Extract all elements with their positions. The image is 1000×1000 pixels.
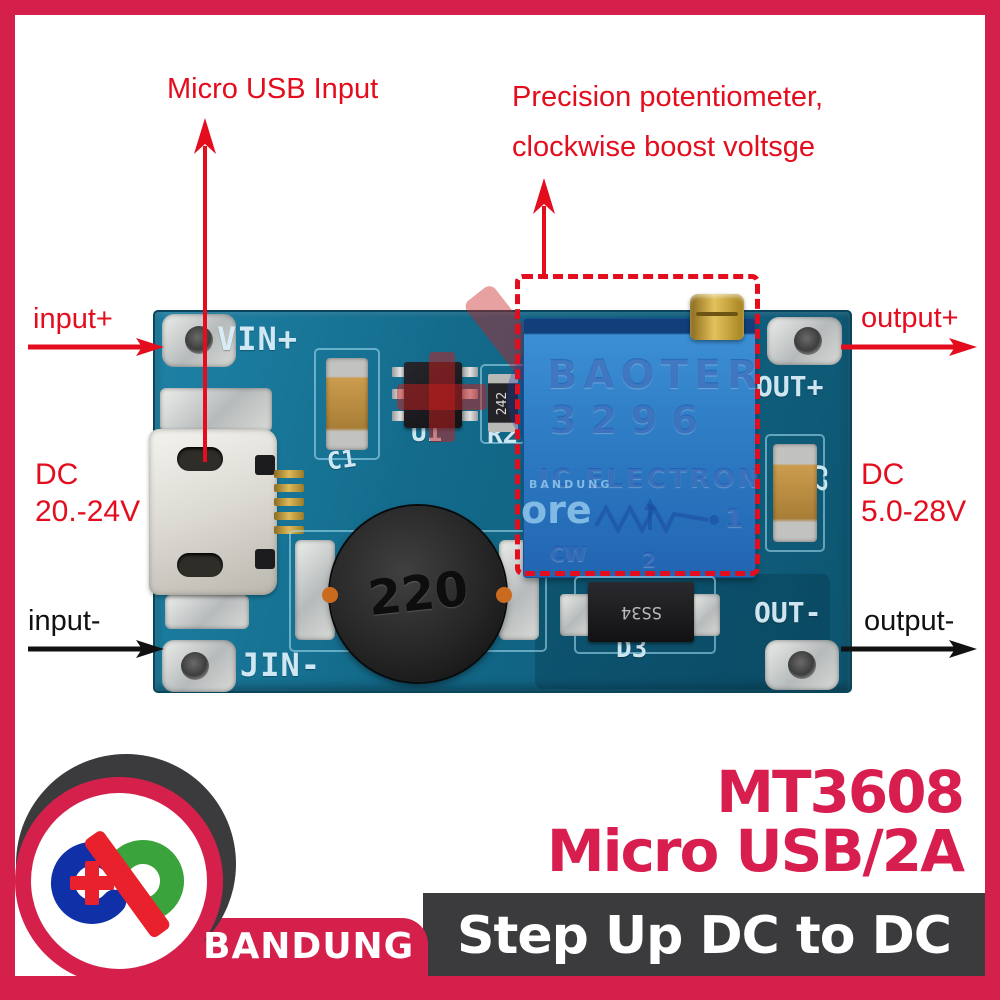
- potentiometer-screw: [690, 294, 744, 340]
- output-minus-arrow-icon: [841, 640, 977, 658]
- input-minus-arrow-icon: [28, 640, 164, 658]
- micro-usb-arrow-icon: [194, 118, 216, 462]
- silkscreen-out-plus: OUT+: [756, 370, 824, 403]
- u1-pin-right-3: [462, 411, 478, 421]
- watermark-cross-v: [429, 352, 455, 442]
- c1-capacitor: [326, 358, 368, 450]
- output-plus-label: output+: [861, 302, 959, 334]
- usb-pin-3: [274, 498, 304, 506]
- dc-input-label-line2: 20.-24V: [35, 495, 141, 528]
- product-title: MT3608: [716, 758, 965, 826]
- usb-anchor-slot-bottom: [177, 553, 223, 577]
- usb-anchor-slot-top: [177, 447, 223, 471]
- potentiometer: [523, 318, 756, 578]
- inductor-terminal-left: [322, 587, 338, 603]
- usb-solder-tab-bottom: [165, 595, 249, 629]
- pot-cw-text: CW: [550, 542, 587, 566]
- silkscreen-out-minus: OUT-: [754, 596, 822, 629]
- input-plus-label: input+: [33, 303, 113, 335]
- input-plus-arrow-icon: [28, 338, 164, 356]
- usb-pin-4: [274, 512, 304, 520]
- d3-diode: SS34: [588, 582, 694, 642]
- usb-pin-1: [274, 470, 304, 478]
- brand-name: BANDUNG: [203, 926, 415, 967]
- bottom-bar: [0, 976, 1000, 1000]
- product-subtitle: Micro USB/2A: [546, 817, 965, 885]
- d3-marking: SS34: [620, 602, 662, 622]
- input-minus-label: input-: [28, 605, 101, 637]
- logo-red-stripe: [84, 831, 170, 938]
- frame-right: [985, 0, 1000, 1000]
- out-plus-hole: [794, 327, 822, 355]
- output-minus-label: output-: [864, 605, 955, 637]
- pcb-board: VIN+ JIN- OUT+ OUT- C1 U1 R2 C2 D3: [149, 282, 852, 693]
- u1-pin-left-3: [392, 411, 408, 421]
- potentiometer-label-line2: clockwise boost voltsge: [512, 131, 816, 163]
- usb-pin-2: [274, 484, 304, 492]
- usb-pin-5: [274, 526, 304, 534]
- pot-model-text: 3296: [550, 398, 712, 442]
- frame-top: [0, 0, 1000, 15]
- pot-brand-text: BAOTER: [547, 352, 764, 398]
- watermark-bandung-small: BANDUNG: [529, 478, 613, 491]
- silkscreen-vin-minus: JIN-: [240, 646, 322, 684]
- potentiometer-label-line1: Precision potentiometer,: [512, 81, 824, 113]
- potentiometer-highlight-box: [515, 274, 760, 576]
- u1-pin-right-1: [462, 367, 478, 377]
- usb-plastic-tab-bottom: [255, 549, 275, 569]
- c2-outline: [765, 434, 825, 552]
- inductor-value: 220: [365, 560, 471, 628]
- usb-solder-tab-top: [160, 388, 272, 432]
- dc-output-label-line1: DC: [861, 458, 905, 491]
- dc-output-label-line2: 5.0-28V: [861, 495, 967, 528]
- watermark-ore: ore: [521, 488, 592, 532]
- d3-pad-right: [690, 594, 720, 636]
- pot-pin2-text: 2: [642, 548, 656, 572]
- inductor-terminal-right: [496, 587, 512, 603]
- c1-outline: [314, 348, 380, 460]
- vin-plus-hole: [185, 326, 213, 354]
- logo-red-plus-v: [85, 861, 99, 905]
- usb-plastic-tab-top: [255, 455, 275, 475]
- pot-resistor-symbol: [594, 498, 719, 535]
- pot-electron-text: IC ELECTRON: [539, 464, 763, 494]
- logo-green-d: [105, 840, 184, 921]
- micro-usb-connector: [149, 429, 277, 595]
- out-minus-hole: [788, 651, 816, 679]
- silkscreen-vin-plus: VIN+: [217, 320, 299, 358]
- output-plus-arrow-icon: [841, 338, 977, 356]
- frame-left: [0, 0, 15, 1000]
- inductor-coil: 220: [330, 506, 506, 682]
- tagline-text: Step Up DC to DC: [457, 905, 952, 966]
- pot-pin1-text: 1: [725, 504, 744, 534]
- r2-resistor: 242: [488, 374, 518, 432]
- vin-minus-hole: [181, 652, 209, 680]
- potentiometer-screw-slot: [696, 312, 738, 316]
- u1-pin-left-1: [392, 367, 408, 377]
- c2-capacitor: [773, 444, 817, 542]
- d3-pad-left: [560, 594, 592, 636]
- micro-usb-input-label: Micro USB Input: [167, 73, 379, 105]
- potentiometer-arrow-icon: [533, 178, 555, 278]
- tagline-band: Step Up DC to DC: [423, 893, 985, 978]
- dc-input-label-line1: DC: [35, 458, 79, 491]
- cnd-logo: [50, 831, 184, 938]
